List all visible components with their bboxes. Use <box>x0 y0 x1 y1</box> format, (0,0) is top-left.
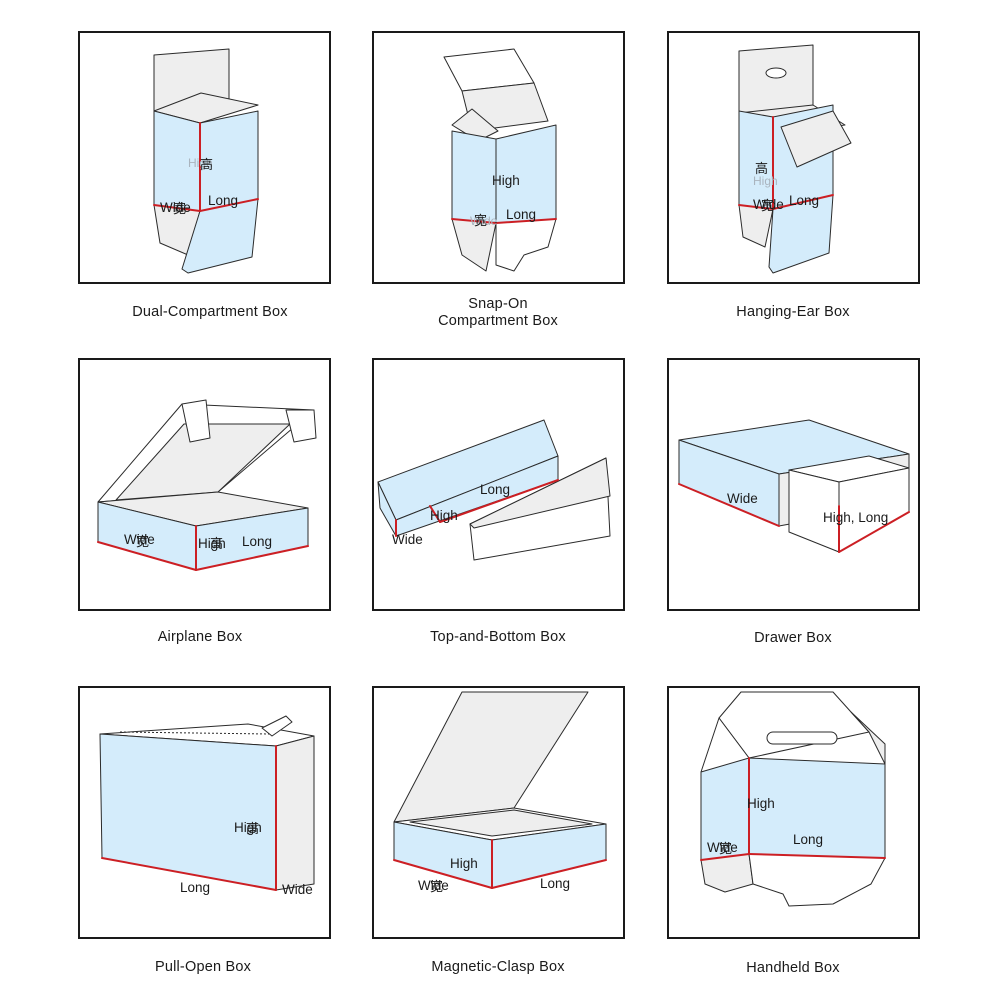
box-illustration-frame: Wide High, Long <box>667 358 920 611</box>
dimension-edge-wide <box>153 204 201 212</box>
drawer-box-drawing: Wide High, Long <box>678 419 910 553</box>
label-wide: Wide <box>282 882 313 897</box>
dimension-edge-long <box>101 857 277 891</box>
lid-ear-right <box>285 409 317 443</box>
snap-on-box-drawing: High Wide 宽 Long <box>443 48 557 272</box>
box-illustration-frame: High 高 Wide 宽 Long <box>78 31 331 284</box>
box-caption: Top-and-Bottom Box <box>430 629 566 645</box>
box-illustration-frame: High Wide 宽 Long <box>372 31 625 284</box>
dimension-edge-wide <box>738 204 774 210</box>
label-wide: Wide <box>160 200 191 215</box>
label-wide: Wide <box>753 197 784 212</box>
dimension-edge-wide <box>678 483 780 527</box>
label-cjk-wide: 宽 <box>136 534 149 550</box>
airplane-box-drawing: Wide 宽 High 高 Long <box>97 399 317 571</box>
box-illustration-frame: Wide 宽 High 高 Long <box>78 358 331 611</box>
label-wide: Wide <box>124 532 155 547</box>
label-wide: Wide <box>707 840 738 855</box>
dimension-edge-long <box>199 198 259 212</box>
side-flap <box>780 110 852 168</box>
label-high: High <box>450 856 478 871</box>
dimension-edge-wide <box>97 541 197 571</box>
dimension-edge-long <box>772 194 834 210</box>
dual-compartment-box-drawing: High 高 Wide 宽 Long <box>153 48 259 274</box>
label-long: Long <box>180 880 210 895</box>
label-long: Long <box>540 876 570 891</box>
dimension-edge-high <box>429 505 441 523</box>
label-cjk-wide: 宽 <box>719 841 732 857</box>
hanging-ear-box-drawing: 高 High Wide 宽 Long <box>738 44 852 274</box>
bottom-tab-right <box>495 218 557 272</box>
box-caption: Snap-On Compartment Box <box>348 296 648 330</box>
label-cjk-high: 高 <box>246 821 259 837</box>
label-long: Long <box>242 534 272 549</box>
box-caption: Handheld Box <box>746 960 840 976</box>
label-wide: Wide <box>392 532 423 547</box>
label-cjk-high: 高 <box>755 161 768 177</box>
box-caption: Dual-Compartment Box <box>132 304 288 320</box>
label-cjk-wide: 宽 <box>430 879 443 895</box>
box-caption: Hanging-Ear Box <box>736 304 850 320</box>
label-cjk-wide: 宽 <box>761 198 774 214</box>
box-caption-line-2: Compartment Box <box>438 313 558 329</box>
side-face <box>275 735 315 891</box>
front-face <box>451 130 497 224</box>
label-high-long: High, Long <box>823 510 888 525</box>
box-illustration-frame: High 高 Long Wide <box>78 686 331 939</box>
front-face <box>738 110 774 210</box>
label-long: Long <box>208 193 238 208</box>
label-long: Long <box>506 207 536 222</box>
label-cjk-wide: 宽 <box>474 213 487 229</box>
box-caption-line-1: Snap-On <box>468 296 528 312</box>
label-high: High <box>753 174 778 188</box>
label-wide: Wide <box>470 214 498 228</box>
label-long: Long <box>793 832 823 847</box>
dimension-edge-long <box>491 859 607 889</box>
label-high: High <box>747 796 775 811</box>
label-cjk-high: 高 <box>210 536 223 552</box>
label-high: High <box>234 820 262 835</box>
front-face <box>99 733 277 891</box>
dimension-edge-wide <box>700 853 750 861</box>
lid-ear-left <box>181 399 211 443</box>
pull-tab <box>261 715 293 737</box>
box-caption: Airplane Box <box>157 629 243 645</box>
label-high: High <box>492 173 520 188</box>
open-lid <box>393 691 589 823</box>
magnetic-clasp-box-drawing: High Wide 宽 Long <box>393 691 607 895</box>
box-caption: Magnetic-Clasp Box <box>431 959 565 975</box>
label-wide: Wide <box>418 878 449 893</box>
dimension-edge-long <box>439 479 559 523</box>
base-tray-inner <box>469 457 611 529</box>
box-caption: Drawer Box <box>754 630 832 646</box>
label-long: Long <box>480 482 510 497</box>
pull-open-box-drawing: High 高 Long Wide <box>99 715 315 897</box>
dimension-edge-long <box>195 545 309 571</box>
label-long: Long <box>789 193 819 208</box>
label-high: High <box>188 156 213 170</box>
dimension-edge-long <box>748 853 886 859</box>
box-illustration-frame: High Long Wide 宽 <box>667 686 920 939</box>
dimension-edge-long <box>495 218 557 224</box>
dimension-edge-wide <box>451 218 497 224</box>
label-cjk-high: 高 <box>200 157 213 173</box>
hanging-ear-panel <box>738 44 814 114</box>
handle-cutout <box>766 731 838 745</box>
label-cjk-wide: 宽 <box>173 201 186 217</box>
box-illustration-frame: Wide High Long <box>372 358 625 611</box>
label-wide: Wide <box>727 491 758 506</box>
bottom-tab-right <box>748 853 886 907</box>
handheld-box-drawing: High Long Wide 宽 <box>700 691 886 907</box>
label-high: High <box>198 536 226 551</box>
box-caption: Pull-Open Box <box>154 959 252 975</box>
top-and-bottom-box-drawing: Wide High Long <box>377 419 611 561</box>
box-illustration-frame: High Wide 宽 Long <box>372 686 625 939</box>
dimension-edge-wide <box>393 859 493 889</box>
tear-strip <box>119 731 271 735</box>
label-high: High <box>430 508 458 523</box>
box-inside <box>409 809 593 837</box>
dimension-edge-long <box>838 511 910 553</box>
box-illustration-frame: 高 High Wide 宽 Long <box>667 31 920 284</box>
hang-hole <box>765 67 787 79</box>
